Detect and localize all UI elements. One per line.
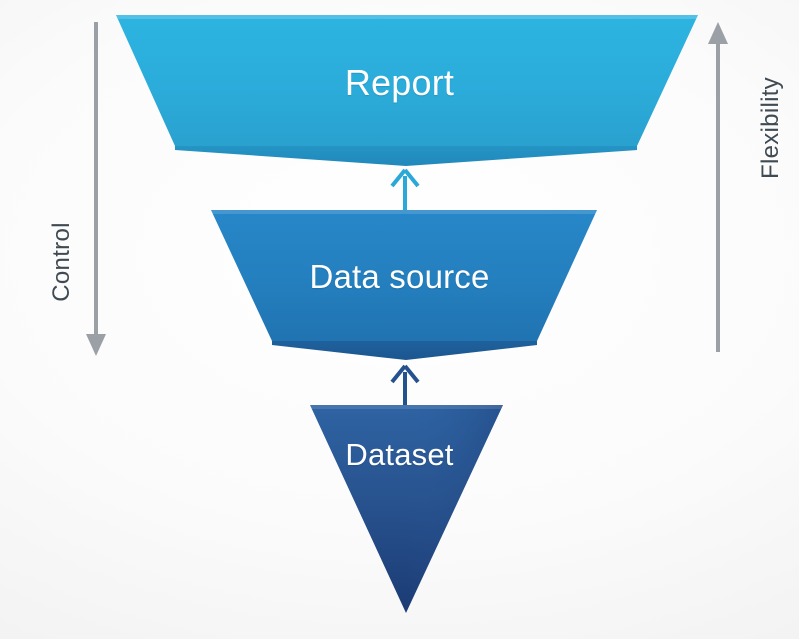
stage-highlight-data-source (211, 210, 597, 214)
stage-highlight-dataset (310, 405, 503, 409)
stage-shadow-report (175, 143, 637, 166)
axis-label-flexibility: Flexibility (757, 77, 784, 179)
arrowhead-up-icon (390, 364, 420, 384)
arrowhead-up-icon (708, 22, 728, 44)
stage-highlight-report (116, 15, 698, 19)
axis-label-control: Control (48, 222, 75, 302)
stage-shape-dataset[interactable] (310, 405, 503, 613)
stage-body-dataset-side (406, 405, 503, 613)
stage-body-report (116, 15, 698, 146)
connector-data-source-to-report (390, 168, 420, 212)
stage-body-data-source (211, 210, 597, 341)
arrowhead-down-icon (86, 334, 106, 356)
axis-flexibility (708, 22, 728, 352)
stage-shadow-data-source (272, 338, 537, 360)
stage-shape-report[interactable] (116, 15, 698, 166)
arrowhead-up-icon (390, 168, 420, 188)
connector-dataset-to-data-source (390, 364, 420, 408)
stage-shape-data-source[interactable] (211, 210, 597, 360)
axis-control (86, 22, 106, 356)
